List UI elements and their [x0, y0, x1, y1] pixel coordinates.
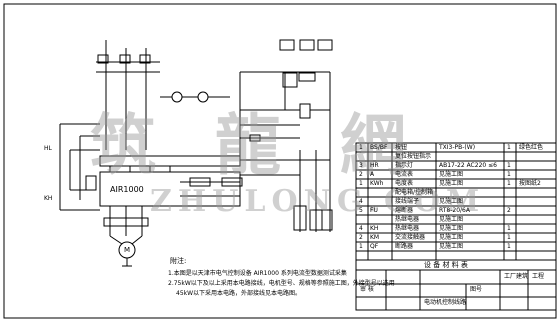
notes-title: 附注: [170, 257, 187, 265]
table-cell-model: 见施工图 [439, 216, 464, 223]
table-cell-no: 4 [359, 225, 363, 232]
table-cell-symbol: BS/BF [370, 144, 388, 151]
table-cell-model: 见施工图 [439, 225, 464, 232]
title-block-design: 审 核 [360, 286, 374, 293]
table-cell-qty: 1 [507, 234, 511, 241]
table-title: 设 备 材 料 表 [424, 261, 468, 269]
table-cell-model: 见施工图 [439, 243, 464, 250]
table-cell-no: 5 [359, 207, 363, 214]
table-cell-no: 3 [359, 162, 363, 169]
table-cell-name: 热继电器 [395, 225, 420, 232]
table-cell-name: 电度表 [395, 180, 414, 187]
table-cell-symbol: KWh [370, 180, 384, 187]
table-cell-model: RT8-20/6A [439, 207, 470, 214]
table-cell-symbol: HR [370, 162, 379, 169]
table-cell-model: 见施工图 [439, 198, 464, 205]
title-block-project: 图号 [470, 286, 483, 293]
table-cell-qty: 1 [507, 180, 511, 187]
table-cell-name: 接线端子 [395, 198, 420, 205]
table-cell-qty: 1 [507, 171, 511, 178]
table-cell-name: 电流表 [395, 171, 414, 178]
table-cell-no: 1 [359, 180, 363, 187]
table-cell-symbol: FU [370, 207, 378, 214]
title-block-right1: 工厂建筑 [504, 273, 529, 280]
table-cell-no: 2 [359, 171, 363, 178]
table-cell-qty: 1 [507, 144, 511, 151]
table-cell-name: 熔断器 [395, 207, 414, 214]
motor-label: M [124, 246, 131, 254]
title-block-right2: 工程 [532, 273, 545, 280]
table-cell-model: 见施工图 [439, 234, 464, 241]
table-cell-name: 按钮 [395, 144, 408, 151]
title-block-drawing-name: 电动机控制线路 [424, 299, 467, 306]
note-line: 45kW以下采用本电路，外部接线见本电路图。 [176, 290, 302, 297]
table-cell-qty: 2 [507, 207, 511, 214]
table-cell-qty: 1 [507, 162, 511, 169]
table-cell-name: 断路器 [395, 243, 414, 250]
table-cell-symbol: KH [370, 225, 379, 232]
table-cell-no: 1 [359, 243, 363, 250]
table-cell-name: 热继电器 [395, 216, 420, 223]
left-label-hl: HL [44, 145, 52, 152]
table-cell-symbol: A [370, 171, 375, 178]
note-line: 2.75kW以下及以上采用本电路接线，电机型号、规格等参照施工图，外接型号以选用 [168, 280, 395, 287]
table-cell-name: 复位按钮指示 [395, 153, 432, 160]
table-cell-name: 交流接触器 [395, 234, 426, 241]
table-cell-model: TXI3-PB-(W) [439, 144, 476, 151]
table-cell-symbol: KM [370, 234, 380, 241]
controller-label: AIR1000 [110, 185, 144, 194]
table-cell-note: 绿色红色 [519, 144, 544, 151]
table-cell-name: 指示灯 [395, 162, 414, 169]
table-cell-no: 4 [359, 198, 363, 205]
note-line: 1.本图是以天津市电气控制设备 AIR1000 系列电流型数据测试采集 [168, 270, 347, 277]
table-cell-symbol: QF [370, 243, 379, 250]
table-cell-note: 按图纸2 [519, 180, 541, 187]
table-cell-model: 见施工图 [439, 171, 464, 178]
table-cell-qty: 1 [507, 225, 511, 232]
left-label-kh: KH [44, 195, 53, 202]
table-cell-no: 1 [359, 144, 363, 151]
table-cell-no: 2 [359, 234, 363, 241]
table-cell-name: 配电箱/控制箱 [395, 189, 434, 196]
table-cell-model: AB17-22 AC220 ≤6 [439, 162, 497, 169]
table-cell-model: 见施工图 [439, 180, 464, 187]
table-cell-qty: 1 [507, 243, 511, 250]
